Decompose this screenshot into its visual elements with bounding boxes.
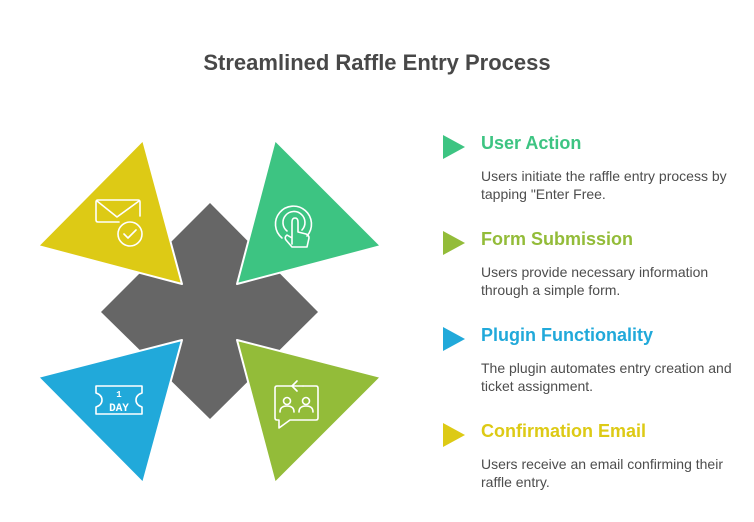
step-heading: Plugin Functionality [481,325,653,345]
svg-text:1: 1 [116,390,122,400]
step-description: Users provide necessary information thro… [481,264,709,298]
segment-form-submission [236,339,382,484]
segment-plugin-functionality [37,339,183,484]
step-description: Users receive an email confirming their … [481,456,723,490]
chat-users-icon [274,380,319,429]
triangle-marker-icon [443,135,465,159]
step-heading: User Action [481,133,582,153]
step-heading: Confirmation Email [481,421,647,441]
touch-tap-icon [274,205,313,248]
step-description: The plugin automates entry creation and … [481,360,732,394]
envelope-check-icon [95,199,143,247]
segment-user-action [236,139,382,285]
triangle-marker-icon [443,231,465,255]
triangle-marker-icon [443,423,465,447]
ticket-1-day-icon: 1 DAY [95,385,143,415]
triangle-marker-icon [443,327,465,351]
svg-text:DAY: DAY [109,403,129,415]
diagram-title: Streamlined Raffle Entry Process [203,50,551,75]
step-heading: Form Submission [481,229,634,249]
step-description: Users initiate the raffle entry process … [481,168,727,202]
